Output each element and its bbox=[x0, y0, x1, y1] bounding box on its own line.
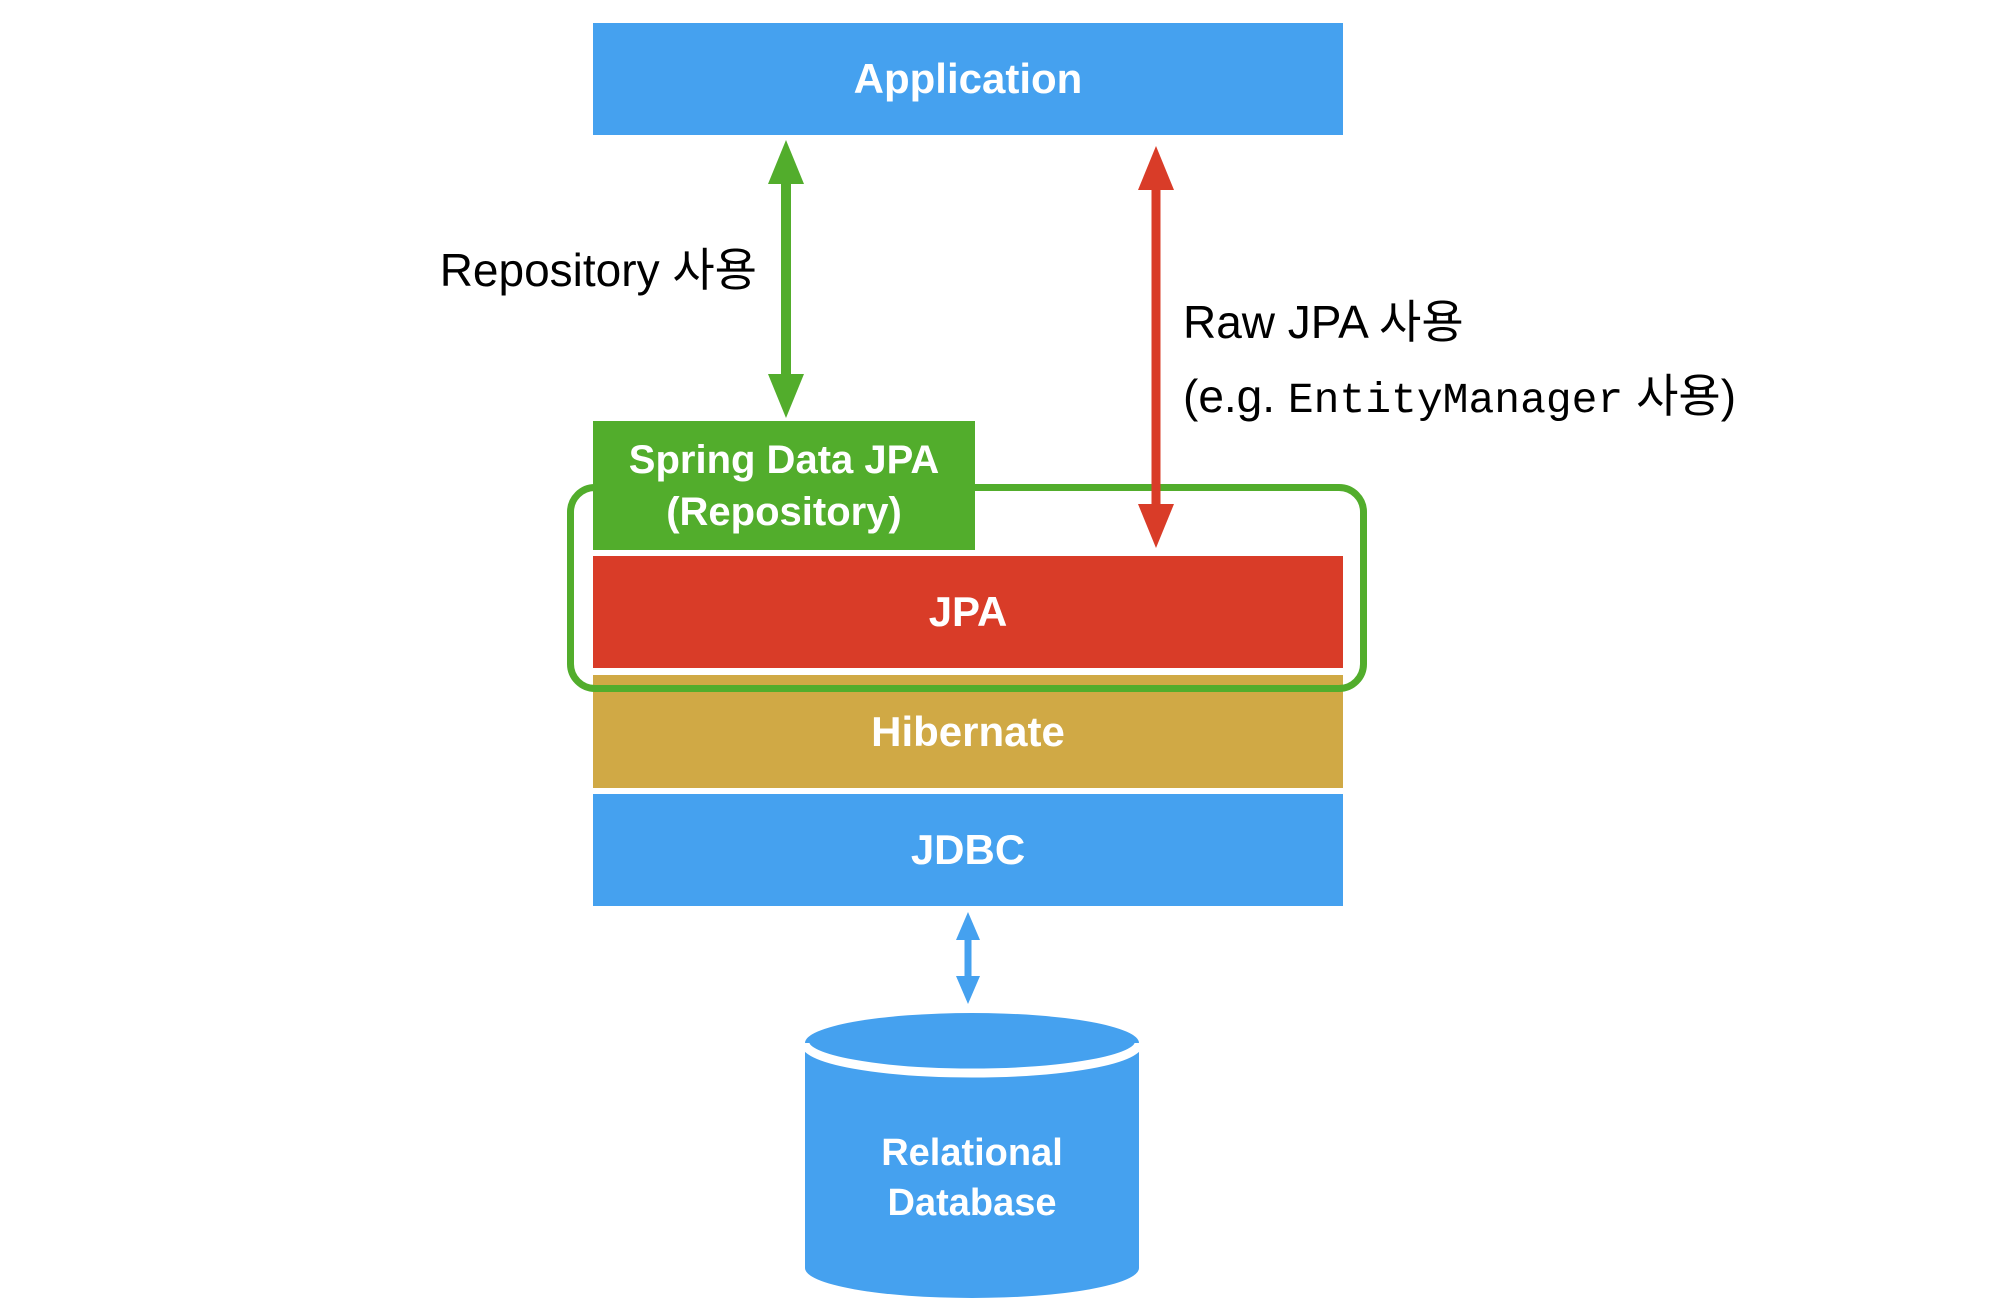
raw-jpa-usage-label: Raw JPA 사용 (e.g. EntityManager 사용) bbox=[1183, 294, 1736, 429]
database-label: Relational Database bbox=[805, 1128, 1139, 1228]
jdbc-box: JDBC bbox=[593, 794, 1343, 906]
raw-jpa-label-prefix: (e.g. bbox=[1183, 370, 1288, 422]
jdbc-database-arrow bbox=[956, 912, 980, 1004]
spring-data-jpa-label-line2: (Repository) bbox=[666, 489, 902, 534]
raw-jpa-label-suffix: 사용) bbox=[1623, 370, 1737, 422]
repository-usage-label: Repository 사용 bbox=[439, 244, 757, 296]
entitymanager-code-text: EntityManager bbox=[1287, 376, 1624, 425]
database-label-line2: Database bbox=[887, 1182, 1057, 1224]
hibernate-box: Hibernate bbox=[593, 675, 1343, 788]
application-box: Application bbox=[593, 23, 1343, 135]
jdbc-label: JDBC bbox=[910, 826, 1026, 873]
spring-data-jpa-label-line1: Spring Data JPA bbox=[628, 437, 940, 482]
repository-usage-arrow bbox=[768, 140, 804, 418]
spring-data-jpa-box: Spring Data JPA (Repository) bbox=[593, 421, 975, 550]
database-label-line1: Relational bbox=[881, 1132, 1063, 1174]
jpa-label: JPA bbox=[928, 588, 1008, 635]
application-label: Application bbox=[853, 55, 1083, 102]
raw-jpa-usage-label-line2: (e.g. EntityManager 사용) bbox=[1183, 368, 1736, 429]
jpa-box: JPA bbox=[593, 556, 1343, 668]
raw-jpa-usage-label-line1: Raw JPA 사용 bbox=[1183, 296, 1464, 348]
hibernate-label: Hibernate bbox=[871, 707, 1065, 755]
database-cylinder-lid-line bbox=[800, 1042, 1144, 1078]
